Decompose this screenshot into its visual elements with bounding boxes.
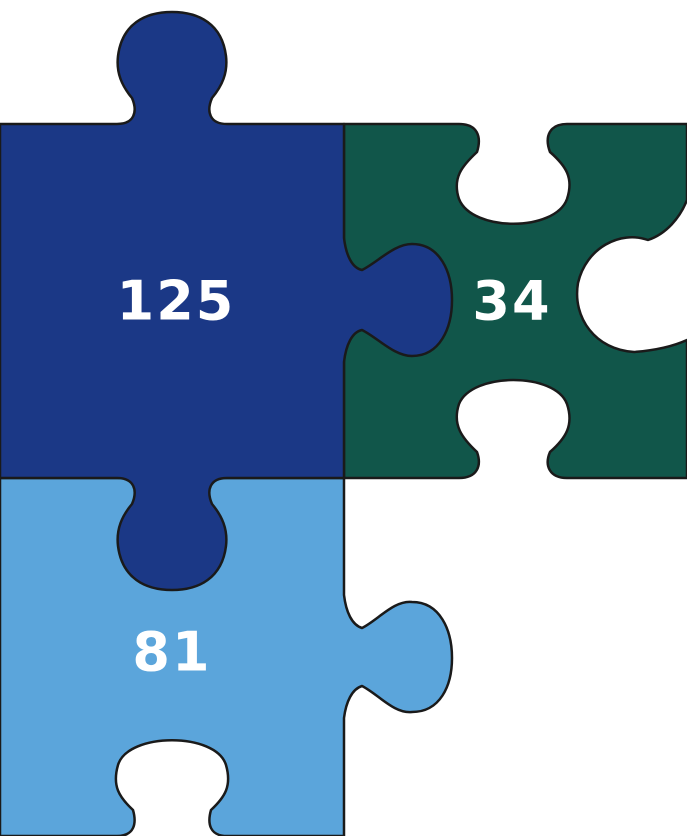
piece-label-81: 81 — [132, 621, 211, 684]
piece-label-34: 34 — [472, 270, 551, 333]
piece-label-125: 125 — [117, 270, 236, 333]
